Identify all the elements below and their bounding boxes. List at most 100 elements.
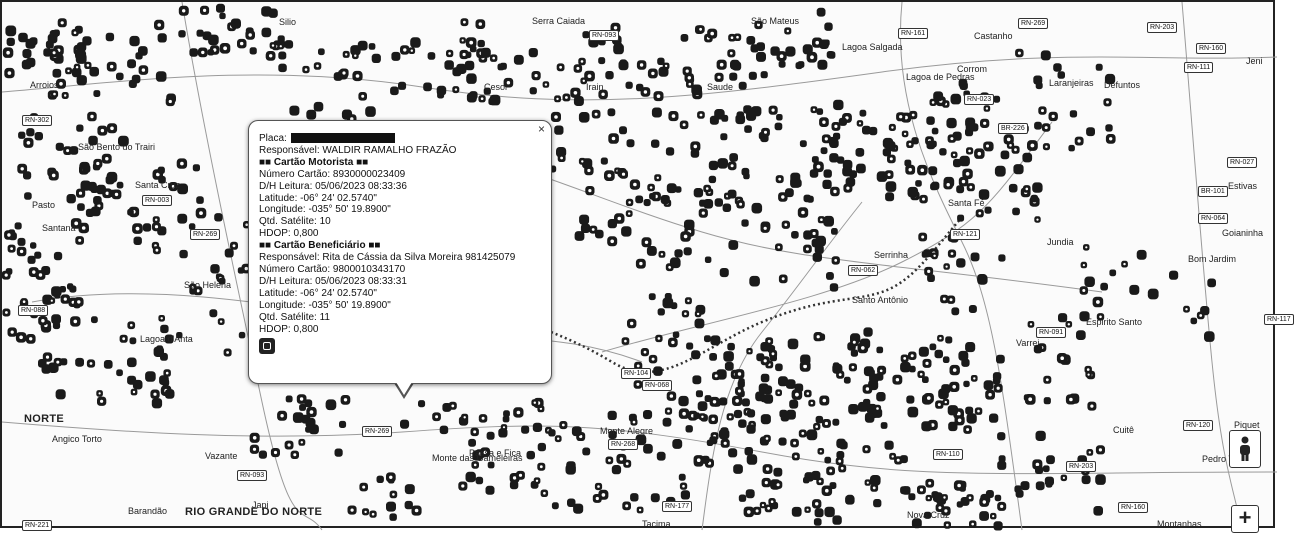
vehicle-marker[interactable] — [210, 264, 220, 274]
vehicle-marker[interactable] — [803, 230, 813, 240]
vehicle-marker[interactable] — [864, 413, 875, 423]
vehicle-marker[interactable] — [160, 324, 169, 334]
vehicle-marker[interactable] — [89, 66, 99, 77]
vehicle-marker[interactable] — [738, 494, 747, 502]
vehicle-marker[interactable] — [760, 395, 768, 403]
vehicle-marker[interactable] — [1136, 249, 1147, 260]
vehicle-marker[interactable] — [816, 108, 824, 115]
vehicle-marker[interactable] — [365, 106, 376, 117]
vehicle-marker[interactable] — [5, 25, 17, 37]
vehicle-marker[interactable] — [953, 158, 962, 168]
vehicle-marker[interactable] — [658, 66, 669, 77]
vehicle-marker[interactable] — [948, 421, 958, 432]
vehicle-marker[interactable] — [653, 366, 663, 376]
vehicle-marker[interactable] — [23, 171, 32, 180]
vehicle-marker[interactable] — [760, 373, 770, 383]
vehicle-marker[interactable] — [662, 297, 674, 309]
vehicle-marker[interactable] — [732, 61, 742, 71]
vehicle-marker[interactable] — [827, 51, 836, 59]
vehicle-marker[interactable] — [1035, 465, 1044, 474]
vehicle-marker[interactable] — [103, 360, 113, 369]
vehicle-marker[interactable] — [230, 18, 241, 29]
vehicle-marker[interactable] — [34, 251, 42, 259]
vehicle-marker[interactable] — [75, 357, 84, 367]
vehicle-marker[interactable] — [626, 139, 635, 148]
vehicle-marker[interactable] — [951, 307, 960, 316]
vehicle-marker[interactable] — [966, 413, 977, 424]
vehicle-marker[interactable] — [968, 305, 977, 313]
vehicle-marker[interactable] — [855, 148, 865, 157]
vehicle-marker[interactable] — [207, 49, 214, 56]
vehicle-marker[interactable] — [983, 380, 994, 391]
vehicle-marker[interactable] — [580, 223, 591, 233]
vehicle-marker[interactable] — [91, 316, 98, 324]
vehicle-marker[interactable] — [829, 283, 839, 292]
vehicle-marker[interactable] — [277, 35, 285, 43]
vehicle-marker[interactable] — [1042, 465, 1050, 473]
vehicle-marker[interactable] — [708, 175, 717, 184]
vehicle-marker[interactable] — [214, 213, 223, 222]
vehicle-marker[interactable] — [693, 188, 704, 198]
vehicle-marker[interactable] — [699, 199, 707, 207]
vehicle-marker[interactable] — [1013, 164, 1024, 175]
vehicle-marker[interactable] — [1095, 474, 1106, 485]
vehicle-marker[interactable] — [51, 286, 62, 297]
vehicle-marker[interactable] — [963, 380, 970, 388]
vehicle-marker[interactable] — [1129, 284, 1140, 295]
vehicle-marker[interactable] — [17, 237, 26, 246]
vehicle-marker[interactable] — [261, 27, 272, 38]
vehicle-marker[interactable] — [466, 73, 477, 84]
vehicle-marker[interactable] — [526, 450, 536, 460]
vehicle-marker[interactable] — [662, 417, 672, 427]
vehicle-marker[interactable] — [994, 494, 1002, 502]
vehicle-marker[interactable] — [823, 39, 830, 47]
vehicle-marker[interactable] — [657, 57, 665, 65]
vehicle-marker[interactable] — [1058, 313, 1068, 323]
vehicle-marker[interactable] — [52, 68, 62, 78]
vehicle-marker[interactable] — [915, 180, 922, 187]
vehicle-marker[interactable] — [1008, 183, 1018, 193]
vehicle-marker[interactable] — [829, 482, 837, 489]
vehicle-marker[interactable] — [636, 83, 644, 92]
vehicle-marker[interactable] — [729, 153, 738, 162]
vehicle-marker[interactable] — [797, 61, 805, 68]
vehicle-marker[interactable] — [58, 390, 66, 398]
vehicle-marker[interactable] — [829, 153, 839, 163]
vehicle-marker[interactable] — [648, 293, 656, 301]
vehicle-marker[interactable] — [926, 140, 936, 150]
vehicle-marker[interactable] — [43, 48, 52, 57]
vehicle-marker[interactable] — [684, 219, 695, 231]
vehicle-marker[interactable] — [87, 181, 97, 191]
vehicle-marker[interactable] — [672, 439, 683, 449]
vehicle-marker[interactable] — [907, 186, 919, 198]
vehicle-marker[interactable] — [1034, 121, 1042, 130]
vehicle-marker[interactable] — [776, 114, 783, 121]
vehicle-marker[interactable] — [728, 448, 738, 458]
vehicle-marker[interactable] — [334, 448, 343, 457]
vehicle-marker[interactable] — [921, 251, 929, 258]
vehicle-marker[interactable] — [993, 95, 1001, 103]
vehicle-marker[interactable] — [876, 346, 884, 354]
vehicle-marker[interactable] — [218, 277, 226, 285]
vehicle-marker[interactable] — [738, 419, 747, 428]
vehicle-marker[interactable] — [258, 450, 267, 459]
vehicle-marker[interactable] — [93, 196, 102, 205]
vehicle-marker[interactable] — [822, 179, 832, 189]
vehicle-marker[interactable] — [55, 142, 64, 151]
vehicle-marker[interactable] — [816, 7, 826, 17]
vehicle-marker[interactable] — [157, 166, 165, 174]
close-icon[interactable]: × — [537, 122, 545, 136]
vehicle-marker[interactable] — [1079, 311, 1090, 322]
vehicle-marker[interactable] — [785, 46, 796, 57]
vehicle-marker[interactable] — [391, 51, 401, 61]
vehicle-marker[interactable] — [69, 146, 79, 155]
vehicle-marker[interactable] — [880, 422, 888, 429]
vehicle-marker[interactable] — [751, 202, 763, 214]
vehicle-marker[interactable] — [704, 395, 712, 402]
vehicle-marker[interactable] — [695, 390, 703, 398]
vehicle-marker[interactable] — [635, 434, 647, 446]
vehicle-marker[interactable] — [733, 464, 743, 474]
vehicle-marker[interactable] — [423, 82, 432, 92]
vehicle-marker[interactable] — [1022, 152, 1033, 163]
vehicle-marker[interactable] — [817, 59, 828, 70]
